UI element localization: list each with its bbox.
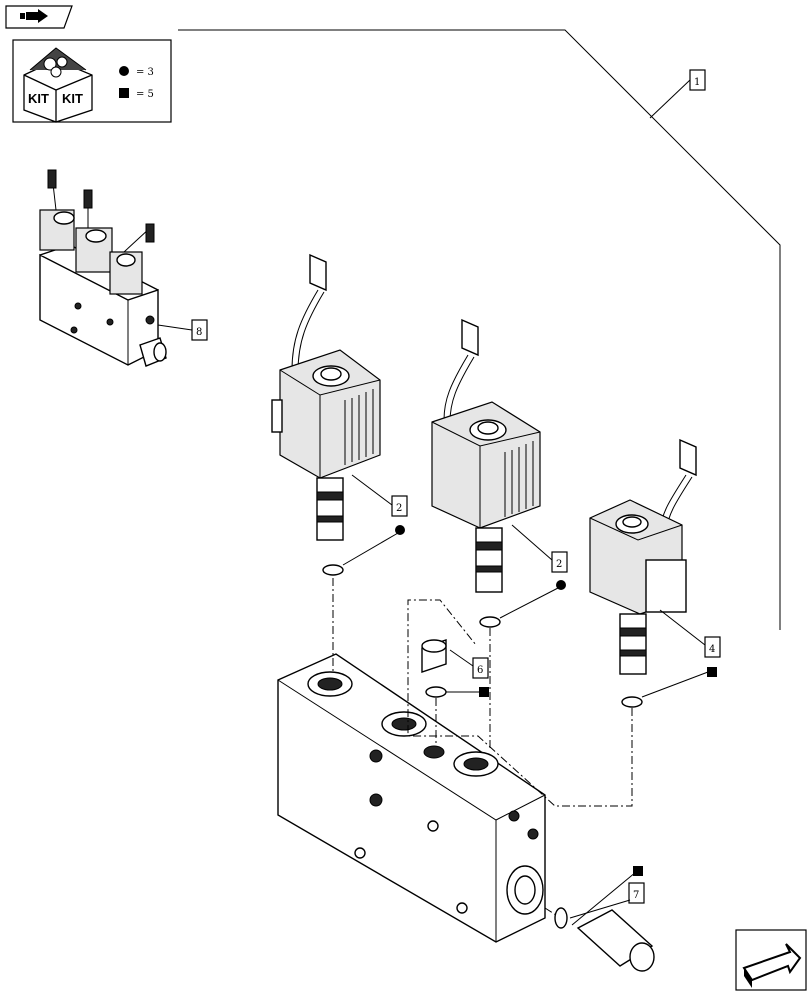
square-count: = 5	[136, 89, 154, 100]
callout-2-right-label: 2	[556, 559, 562, 570]
kit-legend: KIT KIT = 3 = 5	[12, 39, 172, 123]
filled-square-icon	[119, 88, 129, 98]
callout-8-label: 8	[196, 327, 202, 338]
callout-4-label: 4	[709, 644, 715, 655]
callout-6[interactable]: 6	[472, 657, 489, 679]
kit-label-right: KIT	[62, 91, 83, 106]
back-arrow-icon	[20, 9, 48, 23]
filled-square-icon	[633, 866, 643, 876]
callout-4[interactable]: 4	[704, 636, 721, 658]
callout-1[interactable]: 1	[689, 69, 706, 91]
plug-fitting-6	[421, 639, 489, 698]
solenoid-valve-2-left	[271, 253, 405, 576]
back-nav-button[interactable]	[5, 5, 73, 29]
callout-6-label: 6	[477, 665, 483, 676]
callout-7[interactable]: 7	[628, 882, 645, 904]
circle-count: = 3	[136, 67, 154, 78]
callout-7-label: 7	[633, 890, 639, 901]
manifold-block	[277, 653, 546, 943]
callout-2-left[interactable]: 2	[391, 495, 408, 517]
plug-7	[554, 866, 655, 972]
valve-assembly-8	[39, 169, 193, 367]
kit-label-left: KIT	[28, 91, 49, 106]
solenoid-valve-2-right	[431, 318, 566, 628]
callout-8[interactable]: 8	[191, 319, 208, 341]
filled-circle-icon	[556, 580, 566, 590]
filled-square-icon	[707, 667, 717, 677]
solenoid-valve-4	[589, 438, 717, 708]
next-page-button[interactable]	[735, 929, 807, 991]
kit-box-icon: KIT KIT	[23, 47, 93, 123]
filled-square-icon	[479, 687, 489, 697]
callout-1-label: 1	[694, 77, 700, 88]
callout-2-right[interactable]: 2	[551, 551, 568, 573]
filled-circle-icon	[395, 525, 405, 535]
next-page-arrow-icon	[742, 943, 802, 988]
callout-2-left-label: 2	[396, 503, 402, 514]
filled-circle-icon	[119, 66, 129, 76]
